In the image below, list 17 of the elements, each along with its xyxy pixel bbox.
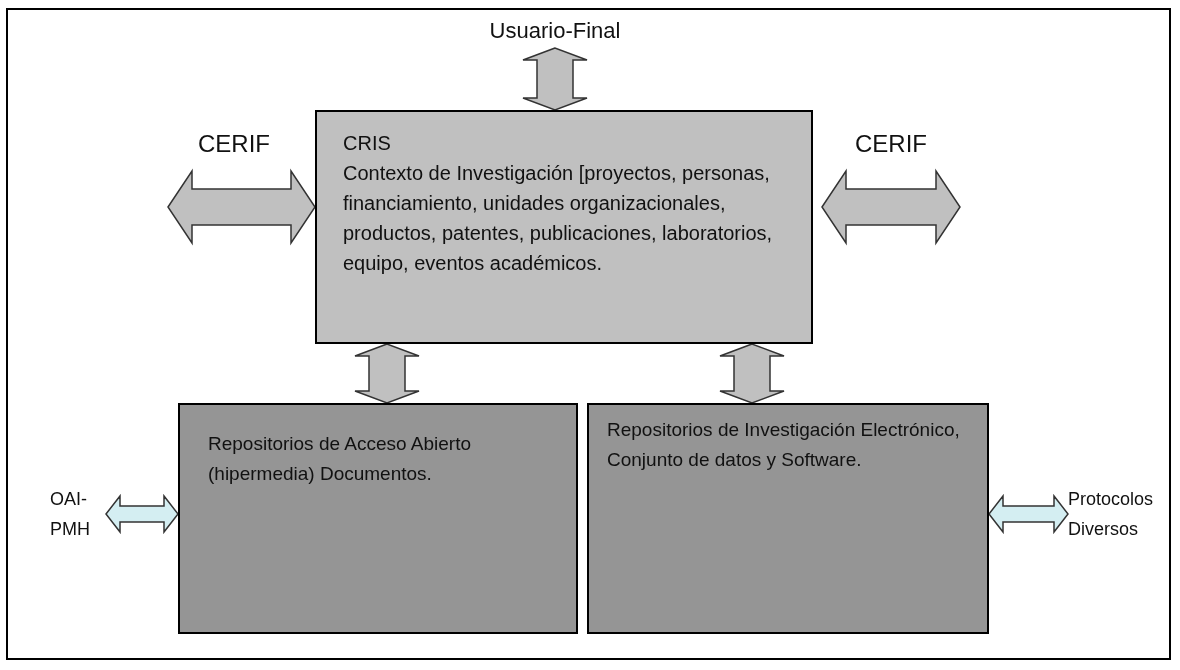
double-arrow [354, 343, 420, 404]
node-label: OAI- PMH [50, 488, 91, 541]
system-box [315, 110, 813, 344]
box-text: Repositorios de Acceso Abierto (hipermedia) Documentos. [208, 432, 472, 486]
node-label: Usuario-Final [489, 17, 621, 45]
node-label: Protocolos Diversos [1068, 488, 1155, 541]
double-arrow [821, 168, 961, 246]
double-arrow [719, 343, 785, 404]
double-arrow [105, 493, 179, 535]
double-arrow [522, 47, 588, 111]
box-text: Contexto de Investigación [proyectos, personas, financiamiento, unidades organizacionales, productos, patentes, publicaciones, laboratorios, equipo, eventos académicos. [343, 161, 774, 276]
box-text: Repositorios de Investigación Electrónico, Conjunto de datos y Software. [607, 418, 961, 472]
box-heading: CRIS [343, 131, 391, 156]
double-arrow [988, 493, 1069, 535]
system-box [587, 403, 989, 634]
double-arrow [167, 168, 316, 246]
system-box [178, 403, 578, 634]
